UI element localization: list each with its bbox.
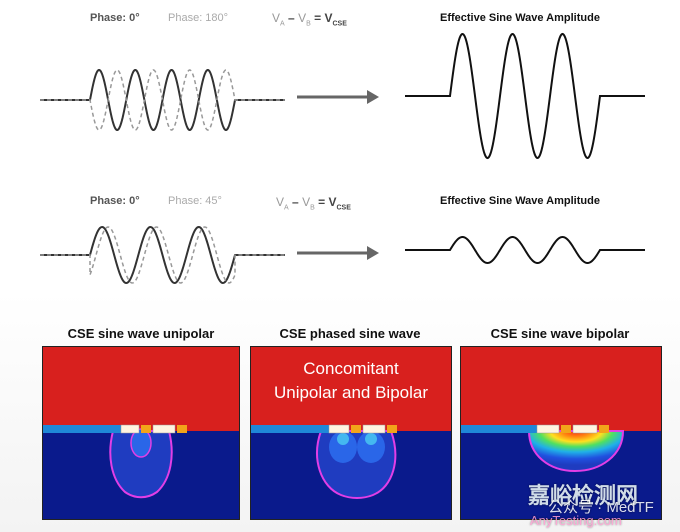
hot-spot-left (337, 433, 349, 445)
tissue-region (461, 347, 661, 431)
row1-wave-va (40, 69, 285, 131)
electrode-3 (572, 424, 598, 434)
row1-phase-a-label: Phase: 0° (90, 12, 140, 24)
row1-result-wave (405, 32, 645, 160)
electrode-2 (351, 425, 361, 433)
field-contour (109, 430, 173, 499)
panel-bipolar (460, 346, 662, 520)
row1-equation: VA – VB = VCSE (272, 11, 347, 28)
row1-phase-b-label: Phase: 180° (168, 12, 229, 24)
panel-unipolar (42, 346, 240, 520)
electrode-2 (141, 425, 151, 433)
row1-wave-vb (40, 69, 285, 131)
panel-phased-title: CSE phased sine wave (279, 326, 421, 341)
electrode-1 (328, 424, 350, 434)
row1-input-waves (40, 69, 285, 131)
row2-result-wave (405, 235, 645, 265)
electrode-3 (362, 424, 386, 434)
watermark-site: AnyTesting.com (530, 513, 622, 528)
hot-spot-right (365, 433, 377, 445)
tissue-region (43, 347, 239, 431)
panel-phased: Concomitant Unipolar and Bipolar (250, 346, 452, 520)
watermark-label: 公众号 · MedTF (548, 499, 654, 516)
catheter-shaft (461, 425, 537, 433)
row1-arrow (297, 90, 379, 104)
overlay-line-2: Unipolar and Bipolar (273, 383, 429, 402)
overlay-line-1: Concomitant (303, 359, 399, 378)
watermark-brand: 嘉峪检测网 (528, 483, 639, 508)
row2-wave-vb (40, 226, 285, 284)
electrode-4 (177, 425, 187, 433)
row2-equation: VA – VB = VCSE (276, 195, 351, 212)
row2-phase-b-label: Phase: 45° (168, 195, 222, 207)
phased-overlay-text: Concomitant Unipolar and Bipolar (251, 357, 451, 405)
electrode-4 (599, 425, 609, 433)
panel-unipolar-title: CSE sine wave unipolar (67, 326, 215, 341)
row2-arrow (297, 246, 379, 260)
electrode-4 (387, 425, 397, 433)
electrode-1 (120, 424, 140, 434)
catheter-shaft (43, 425, 121, 433)
field-contour (527, 430, 625, 473)
tissue-region (251, 347, 451, 431)
lobe-left (329, 431, 357, 463)
panel-bipolar-title: CSE sine wave bipolar (490, 326, 630, 341)
row2-phase-a-label: Phase: 0° (90, 195, 140, 207)
lobe-right (357, 431, 385, 463)
row1-result-title: Effective Sine Wave Amplitude (440, 12, 600, 24)
row2-wave-va (40, 225, 285, 285)
electrode-3 (152, 424, 176, 434)
row2-result-title: Effective Sine Wave Amplitude (440, 195, 600, 207)
electrode-2 (561, 425, 571, 433)
electrode-1 (536, 424, 560, 434)
row2-input-waves (40, 225, 285, 285)
catheter-shaft (251, 425, 329, 433)
